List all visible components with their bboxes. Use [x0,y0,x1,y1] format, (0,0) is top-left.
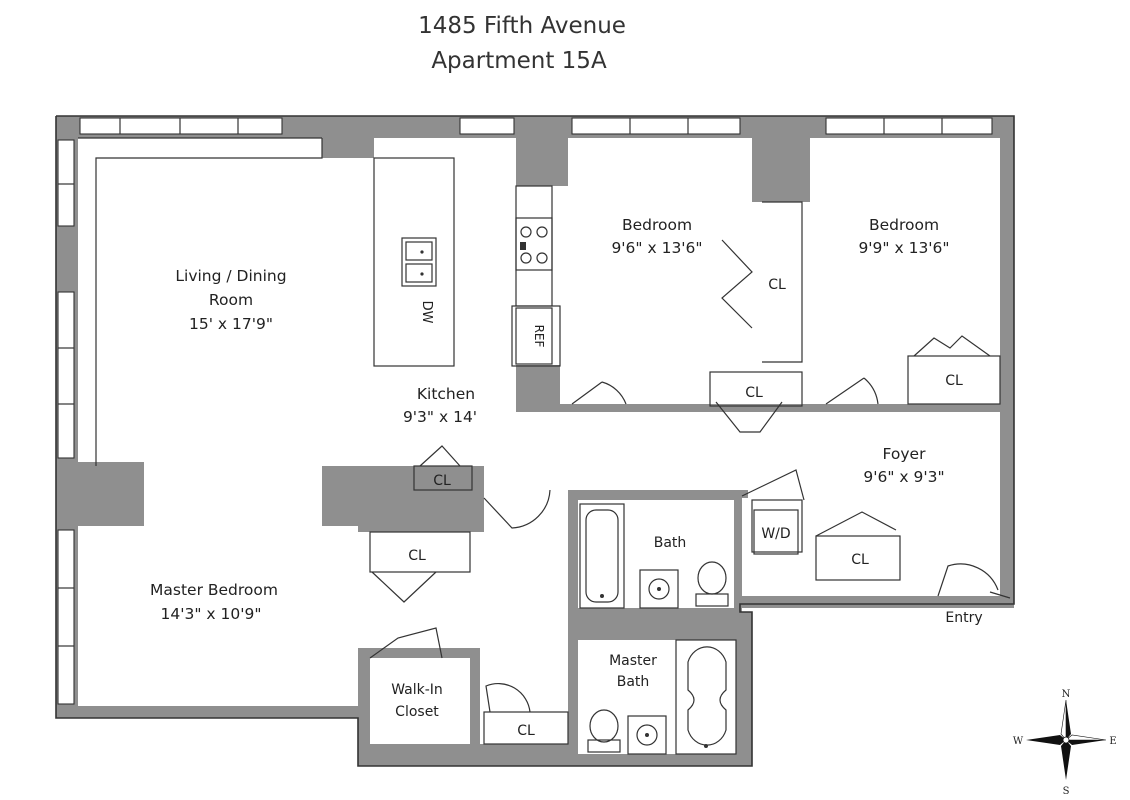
walk-in-closet-name-2: Closet [395,704,439,720]
interiors [78,138,1000,754]
bedroom-2-dims: 9'9" x 13'6" [858,239,949,257]
refrigerator-label: REF [532,325,546,348]
closet-label: CL [768,277,786,293]
kitchen-dims: 9'3" x 14' [403,408,477,426]
living-room-dims: 15' x 17'9" [189,315,273,333]
compass-north: N [1062,689,1071,700]
fixture-labels: DW REF W/D Entry [419,301,983,626]
master-bedroom-name: Master Bedroom [150,581,278,599]
closet-label: CL [945,373,963,389]
closet-labels: CL CL CL CL CL CL CL [408,277,963,739]
closet-label: CL [851,552,869,568]
plan-title-unit: Apartment 15A [431,48,607,74]
closet-label: CL [433,473,451,489]
master-bath-name-2: Bath [617,674,650,690]
room-labels: Living / Dining Room 15' x 17'9" Kitchen… [150,216,950,720]
fixtures [401,217,1011,755]
master-bath-name: Master [609,653,657,669]
closet-label: CL [408,548,426,564]
foyer-dims: 9'6" x 9'3" [863,468,944,486]
living-room-name-2: Room [209,291,253,309]
foyer-name: Foyer [883,445,927,463]
bedroom-1-name: Bedroom [622,216,692,234]
compass-west: W [1013,736,1024,747]
windows [57,117,993,705]
kitchen-name: Kitchen [417,385,475,403]
compass-rose: N S W E [1013,689,1117,797]
walk-in-closet-name: Walk-In [391,682,443,698]
plan-title-address: 1485 Fifth Avenue [418,13,626,39]
living-room-name: Living / Dining [175,267,286,285]
bedroom-2-name: Bedroom [869,216,939,234]
closet-label: CL [745,385,763,401]
dishwasher-label: DW [419,301,434,324]
compass-east: E [1109,736,1116,747]
entry-label: Entry [945,610,982,626]
master-bedroom-dims: 14'3" x 10'9" [161,605,262,623]
doors [369,239,999,713]
washer-dryer-label: W/D [761,526,790,542]
compass-south: S [1063,786,1070,797]
closet-label: CL [517,723,535,739]
bedroom-1-dims: 9'6" x 13'6" [611,239,702,257]
wall-outlines [55,115,1015,767]
bath-name: Bath [654,535,687,551]
